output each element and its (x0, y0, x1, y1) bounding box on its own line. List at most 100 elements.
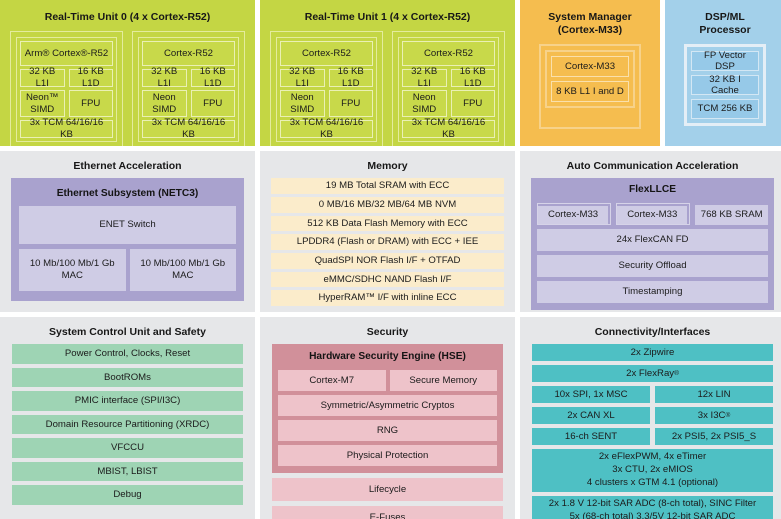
connectivity-row-0-right: 12x LIN (655, 386, 773, 403)
connectivity-zipwire: 2x Zipwire (532, 344, 773, 361)
rtu1-core-1: Cortex-R52 32 KB L1I 16 KB L1D Neon SIMD… (392, 31, 505, 146)
panel-security: Security Hardware Security Engine (HSE) … (260, 317, 515, 519)
memory-items: 19 MB Total SRAM with ECC 0 MB/16 MB/32 … (267, 178, 508, 312)
ethernet-subsystem: Ethernet Subsystem (NETC3) ENET Switch 1… (11, 178, 244, 301)
rtu0-core-0: Arm® Cortex®-R52 32 KB L1I 16 KB L1D Neo… (10, 31, 123, 146)
system-manager-item-0: Cortex-M33 (551, 56, 629, 77)
connectivity-row-1-left: 2x CAN XL (532, 407, 650, 424)
connectivity-row-2-right: 2x PSI5, 2x PSI5_S (655, 428, 773, 445)
i3c-label: 3x I3C (698, 410, 726, 422)
scu-item-6: Debug (12, 485, 243, 505)
panel-memory: Memory 19 MB Total SRAM with ECC 0 MB/16… (260, 151, 515, 312)
memory-item-6: HyperRAM™ I/F with inline ECC (271, 290, 504, 306)
connectivity-row-1: 2x CAN XL 3x I3C® (532, 407, 773, 424)
dsp-item-2: TCM 256 KB (691, 99, 759, 119)
timers-line-0: 2x eFlexPWM, 4x eTimer (587, 451, 718, 464)
row1-right-group: System Manager (Cortex-M33) Cortex-M33 8… (520, 0, 781, 146)
hse-item-0: Symmetric/Asymmetric Cryptos (278, 395, 497, 416)
flexllce-title: FlexLLCE (537, 181, 768, 199)
scu-item-5: MBIST, LBIST (12, 462, 243, 482)
core-l1d: 16 KB L1D (451, 69, 496, 87)
flexllce-sram: 768 KB SRAM (695, 205, 768, 225)
rtu1-core-0: Cortex-R52 32 KB L1I 16 KB L1D Neon SIMD… (270, 31, 383, 146)
ethernet-subsystem-title: Ethernet Subsystem (NETC3) (19, 182, 236, 206)
scu-item-2: PMIC interface (SPI/I3C) (12, 391, 243, 411)
core-l1d: 16 KB L1D (69, 69, 114, 87)
connectivity-row-2-left: 16-ch SENT (532, 428, 650, 445)
dsp-title-line1: DSP/ML (674, 11, 776, 24)
panel-auto-communication-acceleration: Auto Communication Acceleration FlexLLCE… (520, 151, 781, 312)
panel-title-connectivity: Connectivity/Interfaces (527, 322, 778, 344)
hse-secure-memory: Secure Memory (390, 370, 498, 391)
panel-real-time-unit-1: Real-Time Unit 1 (4 x Cortex-R52) Cortex… (260, 0, 515, 146)
hse-item-1: RNG (278, 420, 497, 441)
connectivity-timers: 2x eFlexPWM, 4x eTimer 3x CTU, 2x eMIOS … (532, 449, 773, 492)
core-l1i: 32 KB L1I (142, 69, 187, 87)
core-name: Cortex-R52 (142, 41, 235, 66)
flexllce-core-row: Cortex-M33 Cortex-M33 768 KB SRAM (537, 203, 768, 225)
dsp-item-1: 32 KB I Cache (691, 75, 759, 95)
core-tcm: 3x TCM 64/16/16 KB (402, 120, 495, 138)
flexllce-item-1: Security Offload (537, 255, 768, 277)
connectivity-items: 2x Zipwire 2x FlexRay® 10x SPI, 1x MSC 1… (527, 344, 778, 519)
panel-real-time-unit-0: Real-Time Unit 0 (4 x Cortex-R52) Arm® C… (0, 0, 255, 146)
scu-item-4: VFCCU (12, 438, 243, 458)
hse-cortex-m7: Cortex-M7 (278, 370, 386, 391)
connectivity-flexray: 2x FlexRay® (532, 365, 773, 382)
core-l1i: 32 KB L1I (280, 69, 325, 87)
connectivity-row-1-right: 3x I3C® (655, 407, 773, 424)
memory-item-5: eMMC/SDHC NAND Flash I/F (271, 272, 504, 288)
dsp-frame: FP Vector DSP 32 KB I Cache TCM 256 KB (684, 44, 766, 126)
adc-line-1: 5x (68-ch total) 3.3/5V 12-bit SAR ADC (549, 511, 756, 519)
dsp-title-line2: Processor (674, 24, 776, 37)
system-manager-title-line2: (Cortex-M33) (529, 24, 651, 37)
connectivity-row-0-left: 10x SPI, 1x MSC (532, 386, 650, 403)
connectivity-adc: 2x 1.8 V 12-bit SAR ADC (8-ch total), SI… (532, 496, 773, 519)
core-simd: Neon SIMD (142, 90, 187, 117)
panel-connectivity-interfaces: Connectivity/Interfaces 2x Zipwire 2x Fl… (520, 317, 781, 519)
memory-item-3: LPDDR4 (Flash or DRAM) with ECC + IEE (271, 234, 504, 250)
panel-title-scu: System Control Unit and Safety (7, 322, 248, 344)
core-name: Arm® Cortex®-R52 (20, 41, 113, 66)
hse-item-2: Physical Protection (278, 445, 497, 466)
timers-line-1: 3x CTU, 2x eMIOS (587, 464, 718, 477)
panel-system-control-unit-and-safety: System Control Unit and Safety Power Con… (0, 317, 255, 519)
panel-title-dsp: DSP/ML Processor (672, 5, 778, 44)
rtu0-core-1: Cortex-R52 32 KB L1I 16 KB L1D Neon SIMD… (132, 31, 245, 146)
rtu0-cores: Arm® Cortex®-R52 32 KB L1I 16 KB L1D Neo… (7, 31, 248, 146)
security-lifecycle: Lifecycle (272, 478, 503, 501)
core-tcm: 3x TCM 64/16/16 KB (20, 120, 113, 138)
scu-items: Power Control, Clocks, Reset BootROMs PM… (7, 344, 248, 512)
panel-title-auto-comm: Auto Communication Acceleration (527, 156, 778, 178)
panel-title-ethernet: Ethernet Acceleration (7, 156, 248, 178)
panel-title-memory: Memory (267, 156, 508, 178)
flexray-label: 2x FlexRay (626, 368, 674, 380)
panel-dsp-ml-processor: DSP/ML Processor FP Vector DSP 32 KB I C… (665, 0, 781, 146)
security-efuses: E-Fuses (272, 506, 503, 519)
panel-ethernet-acceleration: Ethernet Acceleration Ethernet Subsystem… (0, 151, 255, 312)
memory-item-1: 0 MB/16 MB/32 MB/64 MB NVM (271, 197, 504, 213)
core-simd: Neon™ SIMD (20, 90, 65, 117)
ethernet-mac-0: 10 Mb/100 Mb/1 Gb MAC (19, 249, 126, 291)
scu-item-3: Domain Resource Partitioning (XRDC) (12, 415, 243, 435)
flexllce-core-1: Cortex-M33 (617, 206, 687, 224)
panel-system-manager: System Manager (Cortex-M33) Cortex-M33 8… (520, 0, 660, 146)
system-manager-title-line1: System Manager (529, 11, 651, 24)
core-fpu: FPU (329, 90, 374, 117)
panel-title-rtu0: Real-Time Unit 0 (4 x Cortex-R52) (7, 5, 248, 31)
scu-item-0: Power Control, Clocks, Reset (12, 344, 243, 364)
core-fpu: FPU (69, 90, 114, 117)
core-simd: Neon SIMD (402, 90, 447, 117)
dsp-item-0: FP Vector DSP (691, 51, 759, 71)
core-tcm: 3x TCM 64/16/16 KB (142, 120, 235, 138)
panel-title-system-manager: System Manager (Cortex-M33) (527, 5, 653, 44)
system-manager-item-1: 8 KB L1 I and D (551, 81, 629, 102)
timers-line-2: 4 clusters x GTM 4.1 (optional) (587, 477, 718, 490)
memory-item-2: 512 KB Data Flash Memory with ECC (271, 216, 504, 232)
enet-switch: ENET Switch (19, 206, 236, 244)
panel-title-rtu1: Real-Time Unit 1 (4 x Cortex-R52) (267, 5, 508, 31)
memory-item-4: QuadSPI NOR Flash I/F + OTFAD (271, 253, 504, 269)
connectivity-row-0: 10x SPI, 1x MSC 12x LIN (532, 386, 773, 403)
ethernet-mac-1: 10 Mb/100 Mb/1 Gb MAC (130, 249, 237, 291)
